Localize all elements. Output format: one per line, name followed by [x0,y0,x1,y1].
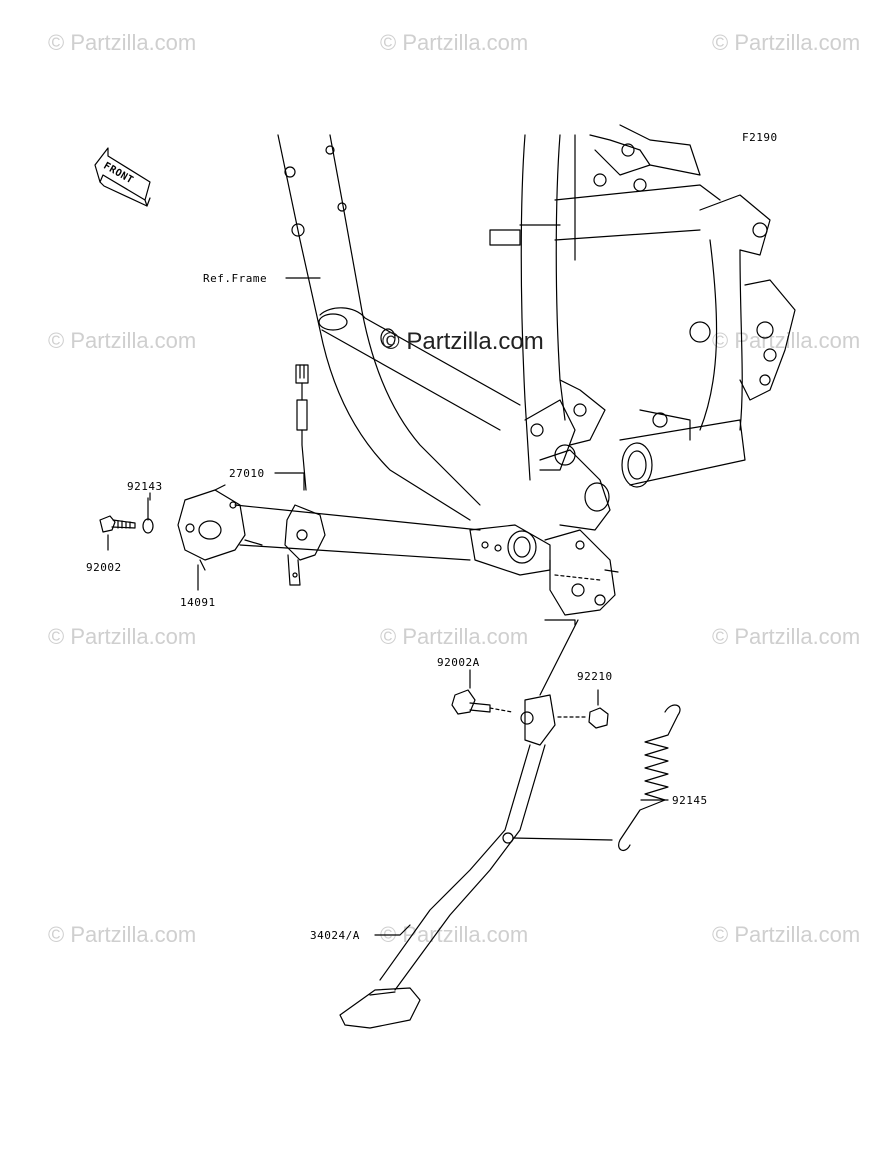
watermark: © Partzilla.com [712,922,861,947]
frame-left-tube [277,134,471,521]
label-27010: 27010 [229,467,265,480]
label-34024A: 34024/A [310,929,360,942]
watermark: © Partzilla.com [712,30,861,55]
watermark: © Partzilla.com [48,328,197,353]
label-92002: 92002 [86,561,122,574]
spring-92145 [618,704,681,852]
watermark: © Partzilla.com [712,624,861,649]
watermark: © Partzilla.com [380,30,529,55]
label-14091: 14091 [180,596,216,609]
watermark: © Partzilla.com [48,922,197,947]
frame-right-tube [520,134,531,481]
label-92145: 92145 [672,794,708,807]
side-stand [524,694,556,746]
figure-code: F2190 [742,131,778,144]
cover-14091 [177,489,246,561]
watermark: © Partzilla.com [380,922,529,947]
watermark: © Partzilla.com [380,624,529,649]
connector [295,364,309,384]
watermark: © Partzilla.com [48,624,197,649]
label-92143: 92143 [127,480,163,493]
watermark-center: © Partzilla.com [382,328,544,355]
watermark: © Partzilla.com [712,328,861,353]
label-ref-frame: Ref.Frame [203,272,268,285]
watermark: © Partzilla.com [48,30,197,55]
front-arrow-icon [94,147,151,207]
label-92210: 92210 [577,670,613,683]
label-92002A: 92002A [437,656,480,669]
